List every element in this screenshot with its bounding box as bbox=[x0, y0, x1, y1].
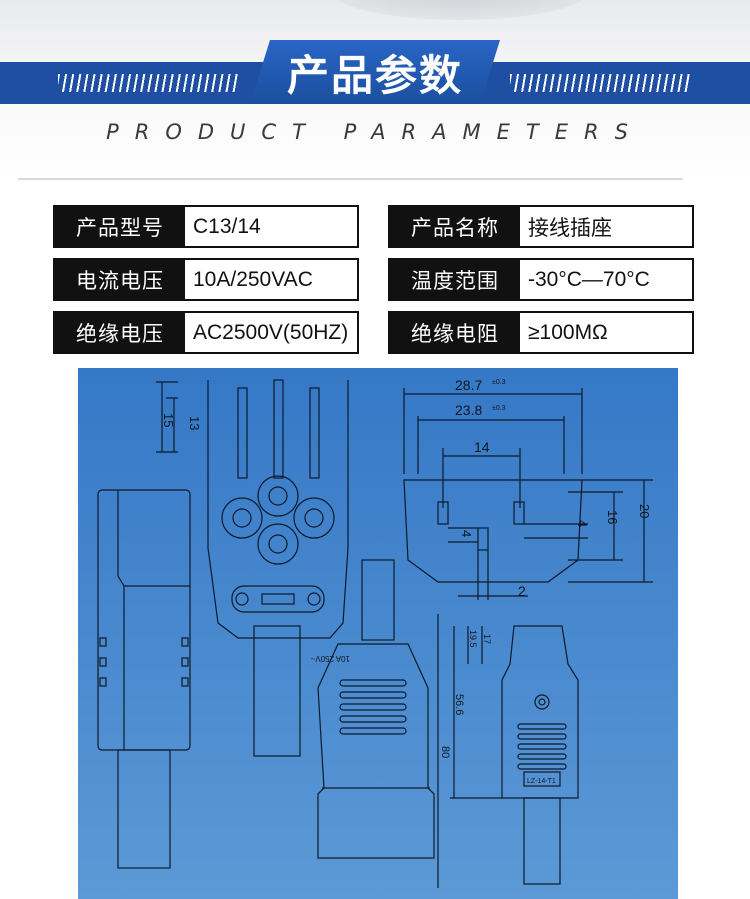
dim-56-6: 56.6 bbox=[453, 694, 465, 715]
spec-value: 接线插座 bbox=[520, 207, 692, 246]
plug-front bbox=[207, 379, 395, 757]
side-view bbox=[97, 381, 191, 869]
plug-profile bbox=[437, 614, 579, 888]
spec-label: 绝缘电压 bbox=[55, 313, 185, 352]
spec-insulation-resistance: 绝缘电阻 ≥100MΩ bbox=[388, 311, 694, 354]
technical-drawing: 15 13 bbox=[78, 368, 678, 899]
spec-label: 绝缘电阻 bbox=[390, 313, 520, 352]
dim-15: 15 bbox=[161, 413, 176, 427]
dim-4-right: 4 bbox=[575, 520, 590, 527]
drawing-svg: 15 13 bbox=[97, 377, 653, 888]
spec-model: 产品型号 C13/14 bbox=[53, 205, 359, 248]
dim-28-7: 28.7 bbox=[455, 377, 482, 393]
page-subtitle: PRODUCT PARAMETERS bbox=[106, 120, 644, 144]
dim-14: 14 bbox=[474, 439, 490, 455]
decor-swoosh bbox=[330, 0, 590, 20]
header-banner: 产品参数 PRODUCT PARAMETERS bbox=[0, 0, 750, 180]
spec-current-voltage: 电流电压 10A/250VAC bbox=[53, 258, 359, 301]
spec-name: 产品名称 接线插座 bbox=[388, 205, 694, 248]
spec-value: AC2500V(50HZ) bbox=[185, 313, 357, 352]
spec-label: 产品名称 bbox=[390, 207, 520, 246]
dim-19-5: 19.5 bbox=[468, 630, 478, 648]
spec-label: 温度范围 bbox=[390, 260, 520, 299]
divider bbox=[18, 178, 683, 180]
connector-side bbox=[317, 643, 435, 859]
model-marking: LZ-14-T1 bbox=[527, 778, 556, 785]
title-band-left bbox=[0, 62, 290, 104]
spec-value: 10A/250VAC bbox=[185, 260, 357, 299]
spec-value: ≥100MΩ bbox=[520, 313, 692, 352]
dim-tol-1: ±0.3 bbox=[492, 379, 506, 386]
dim-80: 80 bbox=[439, 746, 451, 758]
title-band-right bbox=[450, 62, 750, 104]
dim-4-left: 4 bbox=[459, 530, 474, 537]
dim-23-8: 23.8 bbox=[455, 402, 482, 418]
dim-20: 20 bbox=[637, 504, 652, 518]
spec-temperature: 温度范围 -30°C—70°C bbox=[388, 258, 694, 301]
spec-value: -30°C—70°C bbox=[520, 260, 692, 299]
dim-17: 17 bbox=[482, 634, 492, 644]
socket-face bbox=[403, 388, 653, 600]
title-box bbox=[250, 40, 500, 104]
plug-marking: 10A 250V~ bbox=[310, 654, 350, 663]
spec-label: 电流电压 bbox=[55, 260, 185, 299]
spec-label: 产品型号 bbox=[55, 207, 185, 246]
page-title: 产品参数 bbox=[286, 50, 463, 100]
dim-16: 16 bbox=[605, 510, 620, 524]
spec-value: C13/14 bbox=[185, 207, 357, 246]
spec-insulation-voltage: 绝缘电压 AC2500V(50HZ) bbox=[53, 311, 359, 354]
dim-2: 2 bbox=[518, 583, 526, 599]
dim-13: 13 bbox=[187, 416, 202, 430]
dim-tol-2: ±0.3 bbox=[492, 405, 506, 412]
